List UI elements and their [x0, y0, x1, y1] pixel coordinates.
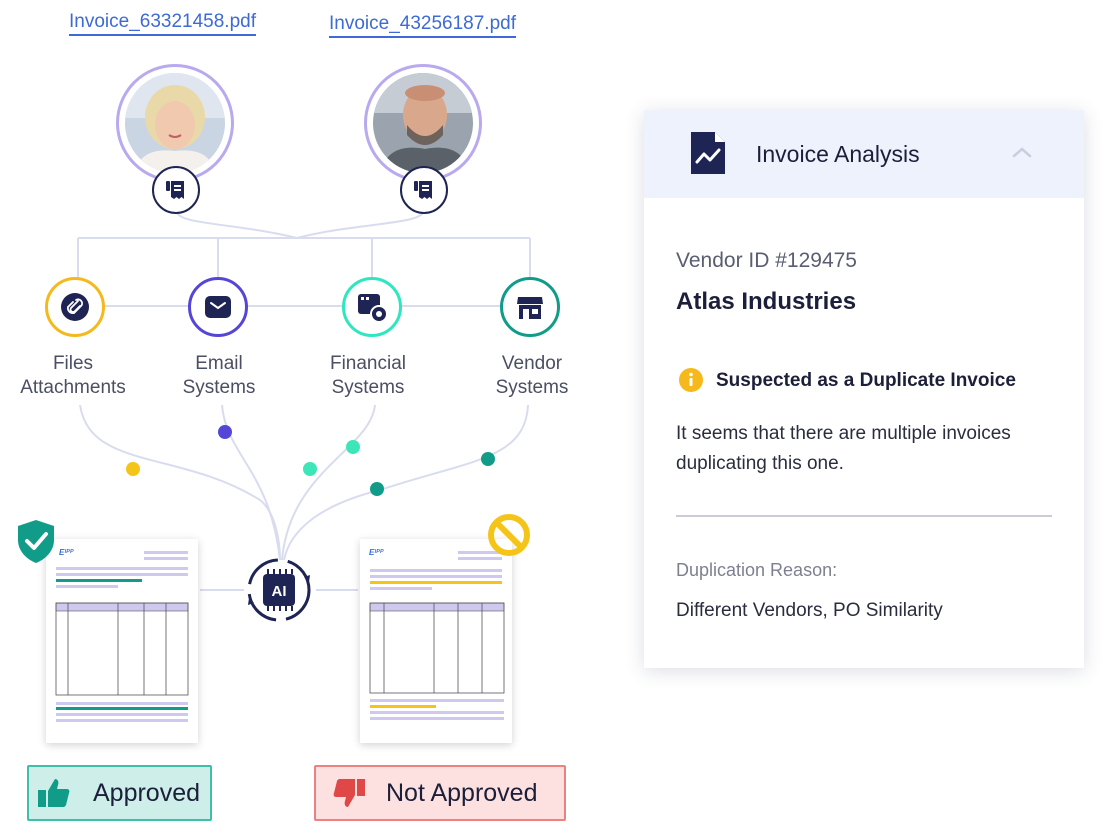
receipt-badge-right — [400, 166, 448, 214]
source-node-files[interactable] — [45, 277, 105, 337]
prohibited-icon — [487, 513, 531, 562]
person-photo-right — [373, 73, 473, 173]
panel-title: Invoice Analysis — [756, 141, 920, 167]
avatar-right — [364, 64, 482, 182]
browser-gear-icon — [358, 294, 388, 323]
invoice-document-right[interactable]: Eᴵᴾᴾ — [360, 539, 512, 743]
invoice-analysis-panel: Invoice Analysis Vendor ID #129475 Atlas… — [644, 110, 1084, 668]
invoice-file-link-right[interactable]: Invoice_43256187.pdf — [329, 12, 516, 38]
invoice-file-link-left[interactable]: Invoice_63321458.pdf — [69, 10, 256, 36]
receipt-icon — [414, 181, 432, 199]
vendor-name: Atlas Industries — [676, 288, 857, 315]
document-logo: Eᴵᴾᴾ — [369, 548, 384, 557]
paperclip-icon — [61, 293, 89, 321]
info-warning-icon — [679, 368, 703, 392]
ai-hub: AI — [242, 555, 316, 625]
approved-button[interactable]: Approved — [27, 765, 212, 821]
person-photo-left — [125, 73, 225, 173]
thumbs-up-icon — [38, 779, 70, 807]
document-logo: Eᴵᴾᴾ — [59, 548, 74, 557]
warning-body: It seems that there are multiple invoice… — [676, 423, 1011, 474]
invoice-document-left[interactable]: Eᴵᴾᴾ — [46, 539, 198, 743]
connector-lines — [77, 209, 531, 591]
panel-header[interactable]: Invoice Analysis — [644, 110, 1084, 198]
divider — [676, 515, 1052, 517]
duplication-reason-value: Different Vendors, PO Similarity — [676, 600, 943, 621]
not-approved-button[interactable]: Not Approved — [314, 765, 566, 821]
storefront-icon — [517, 297, 543, 319]
chevron-up-icon[interactable] — [1012, 146, 1032, 158]
approved-label: Approved — [93, 778, 201, 807]
receipt-badge-left — [152, 166, 200, 214]
thumbs-down-icon — [333, 779, 365, 807]
ai-label: AI — [272, 583, 287, 600]
shield-check-icon — [16, 518, 56, 569]
source-node-financial[interactable] — [342, 277, 402, 337]
not-approved-label: Not Approved — [386, 778, 538, 807]
avatar-left — [116, 64, 234, 182]
duplication-reason-label: Duplication Reason: — [676, 560, 838, 580]
document-chart-icon — [691, 132, 725, 174]
source-node-email[interactable] — [188, 277, 248, 337]
source-node-vendor[interactable] — [500, 277, 560, 337]
warning-title: Suspected as a Duplicate Invoice — [716, 370, 1016, 391]
ai-chip-cycle-icon: AI — [247, 558, 311, 622]
envelope-icon — [205, 296, 231, 318]
receipt-icon — [166, 181, 184, 199]
vendor-id: Vendor ID #129475 — [676, 249, 857, 272]
